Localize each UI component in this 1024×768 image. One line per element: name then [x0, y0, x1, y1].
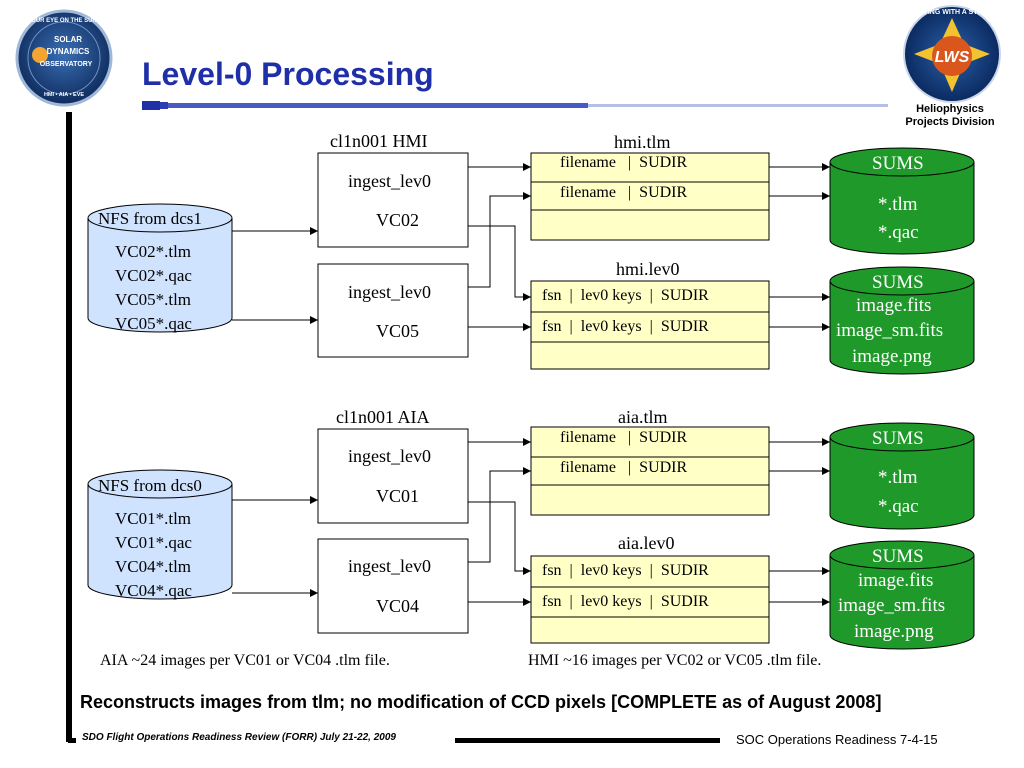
proc-vc01-label2: VC01 [376, 486, 420, 506]
hmi-nfs-item: VC02*.qac [115, 266, 192, 285]
aia-rate-note: AIA ~24 images per VC01 or VC04 .tlm fil… [100, 652, 390, 669]
sdo-logo-line1: OUR EYE ON THE SUN [31, 18, 97, 24]
aia-nfs-item: VC01*.qac [115, 533, 192, 552]
footer-left: SDO Flight Operations Readiness Review (… [82, 732, 396, 743]
proc-vc04-label1: ingest_lev0 [348, 556, 431, 576]
lws-logo: LIVING WITH A STAR LWS [903, 5, 1001, 103]
aia-lev0-title: aia.lev0 [618, 533, 675, 553]
hmi-sums1-item: *.qac [878, 222, 919, 243]
aia-tlm-title: aia.tlm [618, 407, 668, 427]
proc-box-vc04 [317, 538, 469, 634]
aia-nfs-item: VC04*.qac [115, 581, 192, 600]
hmi-tlm-row: filename | SUDIR [560, 154, 688, 171]
proc-vc02-label2: VC02 [376, 210, 420, 230]
aia-sums2-item: image.png [854, 621, 934, 642]
lws-logo-text: LWS [935, 49, 970, 66]
hmi-sums1-title: SUMS [872, 153, 924, 174]
lws-logo-ring-text: LIVING WITH A STAR [917, 9, 987, 16]
sdo-logo-line4: OBSERVATORY [40, 61, 93, 68]
hmi-tlm-table [530, 152, 770, 241]
nfs-dcs0-cylinder [87, 469, 233, 600]
nfs-dcs1-cylinder [87, 203, 233, 333]
hmi-nfs-item: VC05*.qac [115, 314, 192, 333]
page-title: Level-0 Processing [142, 56, 434, 92]
proc-vc01-label1: ingest_lev0 [348, 446, 431, 466]
hmi-sums-images-cylinder [829, 266, 975, 375]
aia-tlm-row: filename | SUDIR [560, 429, 688, 446]
division-line1: Heliophysics [916, 103, 984, 115]
proc-box-vc05 [317, 263, 469, 358]
aia-lev0-row: fsn | lev0 keys | SUDIR [542, 562, 709, 579]
aia-sums2-item: image.fits [858, 570, 934, 591]
aia-nfs-item: VC01*.tlm [115, 509, 192, 528]
aia-sums1-item: *.tlm [878, 467, 918, 488]
hmi-nfs-item: VC05*.tlm [115, 290, 192, 309]
aia-sums1-item: *.qac [878, 496, 919, 517]
aia-sums2-item: image_sm.fits [838, 595, 946, 616]
division-line2: Projects Division [905, 116, 995, 128]
hmi-rate-note: HMI ~16 images per VC02 or VC05 .tlm fil… [528, 652, 822, 669]
proc-vc02-label1: ingest_lev0 [348, 171, 431, 191]
proc-vc05-label1: ingest_lev0 [348, 282, 431, 302]
hmi-host-label: cl1n001 HMI [330, 131, 428, 151]
aia-lev0-row: fsn | lev0 keys | SUDIR [542, 593, 709, 610]
proc-box-vc02 [317, 152, 469, 248]
footer-right: SOC Operations Readiness 7-4-15 [736, 732, 938, 747]
aia-lev0-table [530, 555, 770, 644]
hmi-lev0-table [530, 280, 770, 370]
proc-vc04-label2: VC04 [376, 596, 420, 616]
aia-tlm-row: filename | SUDIR [560, 459, 688, 476]
hmi-nfs-item: VC02*.tlm [115, 242, 192, 261]
hmi-lev0-row: fsn | lev0 keys | SUDIR [542, 318, 709, 335]
sdo-logo-line2: SOLAR [54, 35, 82, 44]
hmi-lev0-row: fsn | lev0 keys | SUDIR [542, 287, 709, 304]
aia-sums-images-cylinder [829, 540, 975, 650]
aia-sums1-title: SUMS [872, 428, 924, 449]
hmi-tlm-title: hmi.tlm [614, 132, 671, 152]
hmi-sums2-title: SUMS [872, 272, 924, 293]
hmi-tlm-row: filename | SUDIR [560, 184, 688, 201]
aia-sums2-title: SUMS [872, 546, 924, 567]
sdo-logo-line3: DYNAMICS [47, 47, 90, 56]
proc-box-vc01 [317, 428, 469, 524]
aia-host-label: cl1n001 AIA [336, 407, 430, 427]
hmi-sums1-item: *.tlm [878, 194, 918, 215]
hmi-sums2-item: image_sm.fits [836, 320, 944, 341]
hmi-nfs-title: NFS from dcs1 [98, 209, 202, 228]
sdo-logo: OUR EYE ON THE SUN SOLAR DYNAMICS OBSERV… [15, 9, 113, 107]
hmi-lev0-title: hmi.lev0 [616, 259, 680, 279]
hmi-sums2-item: image.fits [856, 295, 932, 316]
hmi-sums-tlm-cylinder [829, 147, 975, 255]
aia-nfs-items: VC01*.tlm VC01*.qac VC04*.tlm VC04*.qac [115, 507, 192, 603]
aia-nfs-item: VC04*.tlm [115, 557, 192, 576]
sdo-logo-line5: HMI • AIA • EVE [44, 92, 84, 98]
proc-vc05-label2: VC05 [376, 321, 420, 341]
hmi-nfs-items: VC02*.tlm VC02*.qac VC05*.tlm VC05*.qac [115, 240, 192, 336]
hmi-sums2-item: image.png [852, 346, 932, 367]
aia-nfs-title: NFS from dcs0 [98, 476, 202, 495]
summary-note: Reconstructs images from tlm; no modific… [80, 692, 882, 712]
division-label: Heliophysics Projects Division [880, 103, 1020, 129]
aia-sums-tlm-cylinder [829, 422, 975, 530]
